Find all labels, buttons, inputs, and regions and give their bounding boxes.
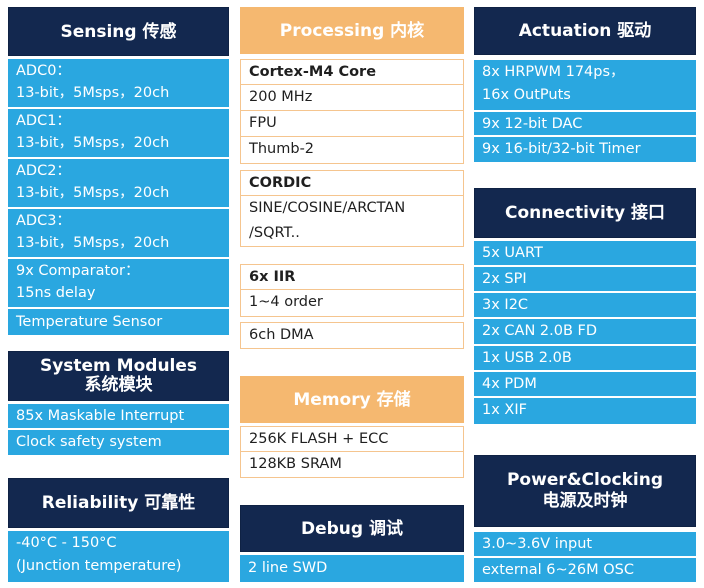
sensing-item: 13-bit，5Msps，20ch bbox=[8, 131, 229, 157]
processing-item: 6x IIR bbox=[240, 264, 464, 290]
connectivity-item: 1x USB 2.0B bbox=[474, 344, 696, 371]
reliability-item: (Junction temperature) bbox=[8, 554, 229, 582]
connectivity-item: 2x SPI bbox=[474, 265, 696, 292]
memory-header: Memory 存储 bbox=[240, 376, 464, 423]
debug-panel: Debug 调试 2 line SWD bbox=[240, 505, 464, 582]
connectivity-item: 5x UART bbox=[474, 239, 696, 266]
actuation-panel: Actuation 驱动 8x HRPWM 174ps， 16x OutPuts… bbox=[474, 7, 696, 162]
reliability-item: -40°C - 150°C bbox=[8, 529, 229, 556]
processing-item: CORDIC bbox=[240, 170, 464, 196]
processing-header: Processing 内核 bbox=[240, 7, 464, 54]
reliability-header: Reliability 可靠性 bbox=[8, 478, 229, 528]
connectivity-item: 3x I2C bbox=[474, 291, 696, 318]
system-modules-title-cn: 系统模块 bbox=[84, 375, 153, 395]
processing-item: Thumb-2 bbox=[240, 137, 464, 164]
sensing-item: ADC2： bbox=[8, 157, 229, 183]
sensing-item: 9x Comparator： bbox=[8, 257, 229, 283]
sensing-item: ADC0： bbox=[8, 57, 229, 83]
actuation-item: 9x 12-bit DAC bbox=[474, 110, 696, 137]
actuation-header: Actuation 驱动 bbox=[474, 7, 696, 55]
processing-item: FPU bbox=[240, 111, 464, 137]
debug-item: 2 line SWD bbox=[240, 553, 464, 582]
processing-item: /SQRT.. bbox=[240, 221, 464, 247]
system-modules-title-en: System Modules bbox=[39, 356, 198, 376]
sensing-item: 13-bit，5Msps，20ch bbox=[8, 231, 229, 257]
sensing-header: Sensing 传感 bbox=[8, 7, 229, 56]
processing-panel: Processing 内核 Cortex-M4 Core 200 MHz FPU… bbox=[240, 7, 464, 349]
connectivity-item: 1x XIF bbox=[474, 396, 696, 424]
power-clocking-panel: Power&Clocking 电源及时钟 3.0~3.6V input exte… bbox=[474, 455, 696, 582]
reliability-panel: Reliability 可靠性 -40°C - 150°C (Junction … bbox=[8, 478, 229, 582]
connectivity-panel: Connectivity 接口 5x UART 2x SPI 3x I2C 2x… bbox=[474, 188, 696, 424]
sensing-item: 15ns delay bbox=[8, 281, 229, 307]
power-clocking-item: 3.0~3.6V input bbox=[474, 530, 696, 557]
memory-item: 128KB SRAM bbox=[240, 452, 464, 478]
processing-item: Cortex-M4 Core bbox=[240, 59, 464, 85]
actuation-item: 9x 16-bit/32-bit Timer bbox=[474, 135, 696, 162]
power-clocking-title-cn: 电源及时钟 bbox=[542, 491, 628, 511]
processing-item: 6ch DMA bbox=[240, 322, 464, 349]
debug-header: Debug 调试 bbox=[240, 505, 464, 552]
system-modules-panel: System Modules 系统模块 85x Maskable Interru… bbox=[8, 351, 229, 455]
system-modules-item: 85x Maskable Interrupt bbox=[8, 402, 229, 429]
actuation-item: 16x OutPuts bbox=[474, 83, 696, 110]
processing-item: 1~4 order bbox=[240, 290, 464, 317]
system-modules-item: Clock safety system bbox=[8, 428, 229, 455]
power-clocking-title-en: Power&Clocking bbox=[506, 470, 664, 490]
connectivity-item: 2x CAN 2.0B FD bbox=[474, 317, 696, 344]
sensing-item: 13-bit，5Msps，20ch bbox=[8, 81, 229, 107]
connectivity-header: Connectivity 接口 bbox=[474, 188, 696, 238]
processing-item: SINE/COSINE/ARCTAN bbox=[240, 196, 464, 221]
sensing-item: Temperature Sensor bbox=[8, 307, 229, 335]
memory-panel: Memory 存储 256K FLASH + ECC 128KB SRAM bbox=[240, 376, 464, 478]
power-clocking-header: Power&Clocking 电源及时钟 bbox=[474, 455, 696, 527]
connectivity-item: 4x PDM bbox=[474, 370, 696, 397]
sensing-item: ADC3： bbox=[8, 207, 229, 233]
actuation-item: 8x HRPWM 174ps， bbox=[474, 58, 696, 85]
power-clocking-item: external 6~26M OSC bbox=[474, 556, 696, 582]
sensing-item: 13-bit，5Msps，20ch bbox=[8, 181, 229, 207]
sensing-panel: Sensing 传感 ADC0： 13-bit，5Msps，20ch ADC1：… bbox=[8, 7, 229, 335]
system-modules-header: System Modules 系统模块 bbox=[8, 351, 229, 401]
processing-item: 200 MHz bbox=[240, 85, 464, 111]
sensing-item: ADC1： bbox=[8, 107, 229, 133]
memory-item: 256K FLASH + ECC bbox=[240, 426, 464, 452]
